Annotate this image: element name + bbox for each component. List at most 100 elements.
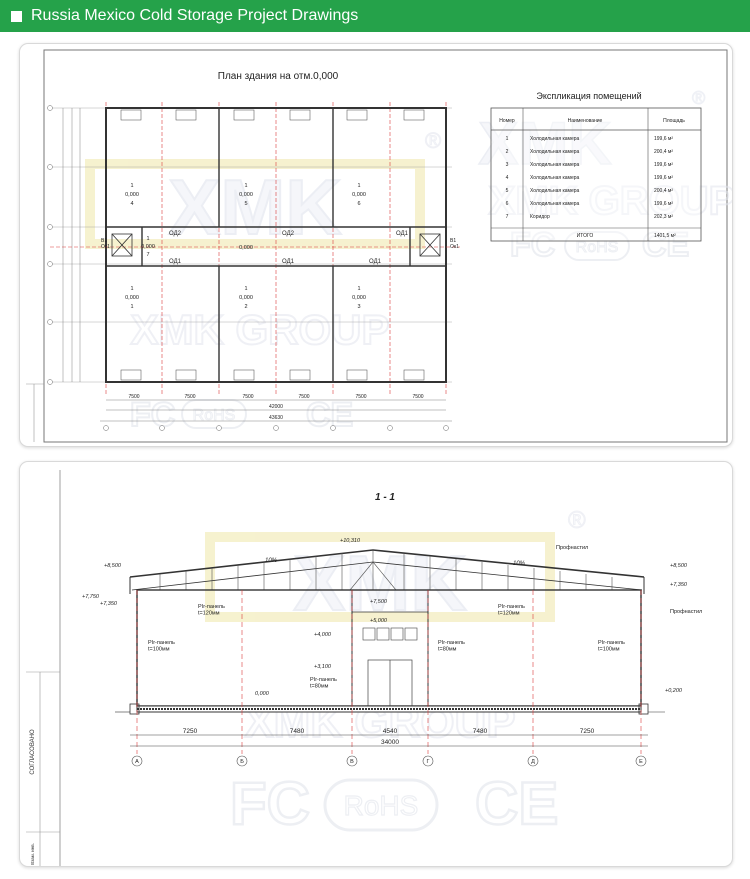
dim-bay: 7500 <box>184 394 195 400</box>
dim-bay: 7500 <box>355 394 366 400</box>
section-drawing: СОГЛАСОВАНО Взам. инв. XMK ® XMK GROUP F… <box>26 470 702 866</box>
room-num: 1 <box>244 286 247 292</box>
wm-ce-2: CE <box>306 396 353 434</box>
table-cell: 6 <box>506 201 509 207</box>
span-dim: 4540 <box>383 728 398 735</box>
table-cell: 5 <box>506 188 509 194</box>
door-tag: ОД1 <box>369 259 382 265</box>
plan-title: План здания на отм.0,000 <box>218 71 339 82</box>
axis-label: А <box>135 759 139 765</box>
room-num: 1 <box>357 286 360 292</box>
table-header: Наименование <box>568 118 603 124</box>
slope-left: 10% <box>265 558 278 564</box>
span-dim: 7250 <box>580 728 595 735</box>
level-eave-r: +8,500 <box>670 563 688 569</box>
dim-bay: 7500 <box>412 394 423 400</box>
dim-total-outer: 43630 <box>269 415 283 421</box>
room-id: 2 <box>244 304 247 310</box>
level-l2: +7,350 <box>100 601 118 607</box>
wm-reg: ® <box>425 128 441 153</box>
table-cell: 199,6 м² <box>654 136 673 142</box>
level-inner: +5,000 <box>370 618 388 624</box>
level-floor: 0,000 <box>255 691 270 697</box>
table-cell: Холодильная камера <box>530 149 580 155</box>
span-total: 34000 <box>381 739 399 746</box>
wm-group: XMK GROUP <box>130 306 389 353</box>
dim-bay: 7500 <box>298 394 309 400</box>
table-header: Площадь <box>663 118 685 124</box>
room-num: 1 <box>146 236 149 242</box>
level-eave-l: +8,500 <box>104 563 122 569</box>
level-h4: +4,000 <box>314 632 332 638</box>
span-dim: 7480 <box>473 728 488 735</box>
room-num: 1 <box>130 286 133 292</box>
table-cell: 3 <box>506 162 509 168</box>
axis-label: Е <box>639 759 643 765</box>
watermark: XMK XMK GROUP XMK GROUP XMK ® ® FC RoHS … <box>85 88 732 435</box>
table-cell: 202,3 м² <box>654 214 673 220</box>
wm-brand: XMK <box>168 163 341 251</box>
table-cell: 199,6 м² <box>654 175 673 181</box>
wm-fc: FC <box>510 226 555 264</box>
corridor-elev: 0,000 <box>239 245 253 251</box>
label-roof: Профнастил <box>556 545 588 551</box>
door-tag: ОД2 <box>169 231 182 237</box>
wm-group-2: XMK GROUP <box>489 179 732 223</box>
room-elev: 0,000 <box>239 295 253 301</box>
wm-reg-2: ® <box>692 88 705 108</box>
wm-rohs-3: RoHS <box>344 790 419 821</box>
room-id: 1 <box>130 304 133 310</box>
room-id: 3 <box>357 304 360 310</box>
table-cell: 7 <box>506 214 509 220</box>
table-cell: Холодильная камера <box>530 188 580 194</box>
door-tag: ОД1 <box>396 231 409 237</box>
room-id: 5 <box>244 201 247 207</box>
table-cell: 1 <box>506 136 509 142</box>
wm-brand-2: XMK <box>478 110 611 177</box>
dim-bay: 7500 <box>242 394 253 400</box>
table-total-label: ИТОГО <box>577 233 594 239</box>
level-ridge: +10,310 <box>340 538 361 544</box>
wm-ce-3: CE <box>475 770 558 837</box>
label-wall: Профнастил <box>670 609 702 615</box>
header-square-icon <box>11 10 22 22</box>
wm-rohs: RoHS <box>576 239 619 256</box>
axis-label: Г <box>427 759 430 765</box>
table-cell: Холодильная камера <box>530 201 580 207</box>
table-title: Экспликация помещений <box>536 91 641 101</box>
room-elev: 0,000 <box>141 244 155 250</box>
table-cell: Холодильная камера <box>530 175 580 181</box>
section-title: 1 - 1 <box>375 492 395 503</box>
page-header: Russia Mexico Cold Storage Project Drawi… <box>0 0 750 32</box>
table-cell: 2 <box>506 149 509 155</box>
floor-plan-drawing: XMK XMK GROUP XMK GROUP XMK ® ® FC RoHS … <box>26 49 732 443</box>
door-tag: ОД2 <box>282 231 295 237</box>
wm-fc-2: FC <box>130 396 175 434</box>
page-title: Russia Mexico Cold Storage Project Drawi… <box>31 7 359 24</box>
wm-rohs-2: RoHS <box>193 407 236 424</box>
table-cell: Холодильная камера <box>530 136 580 142</box>
door-tag: ОД1 <box>282 259 295 265</box>
room-num: 1 <box>357 183 360 189</box>
side-label: СОГЛАСОВАНО <box>30 729 36 775</box>
room-elev: 0,000 <box>125 192 139 198</box>
table-cell: Холодильная камера <box>530 162 580 168</box>
section-panel: СОГЛАСОВАНО Взам. инв. XMK ® XMK GROUP F… <box>19 461 733 867</box>
corner-label: Взам. инв. <box>30 843 35 865</box>
span-dim: 7480 <box>290 728 305 735</box>
room-id: 4 <box>130 201 133 207</box>
table-cell: 4 <box>506 175 509 181</box>
wm-reg-3: ® <box>568 507 586 534</box>
span-dim: 7250 <box>183 728 198 735</box>
room-elev: 0,000 <box>239 192 253 198</box>
room-num: 1 <box>244 183 247 189</box>
level-mid: +7,500 <box>370 599 388 605</box>
level-ext: +0,200 <box>665 688 683 694</box>
